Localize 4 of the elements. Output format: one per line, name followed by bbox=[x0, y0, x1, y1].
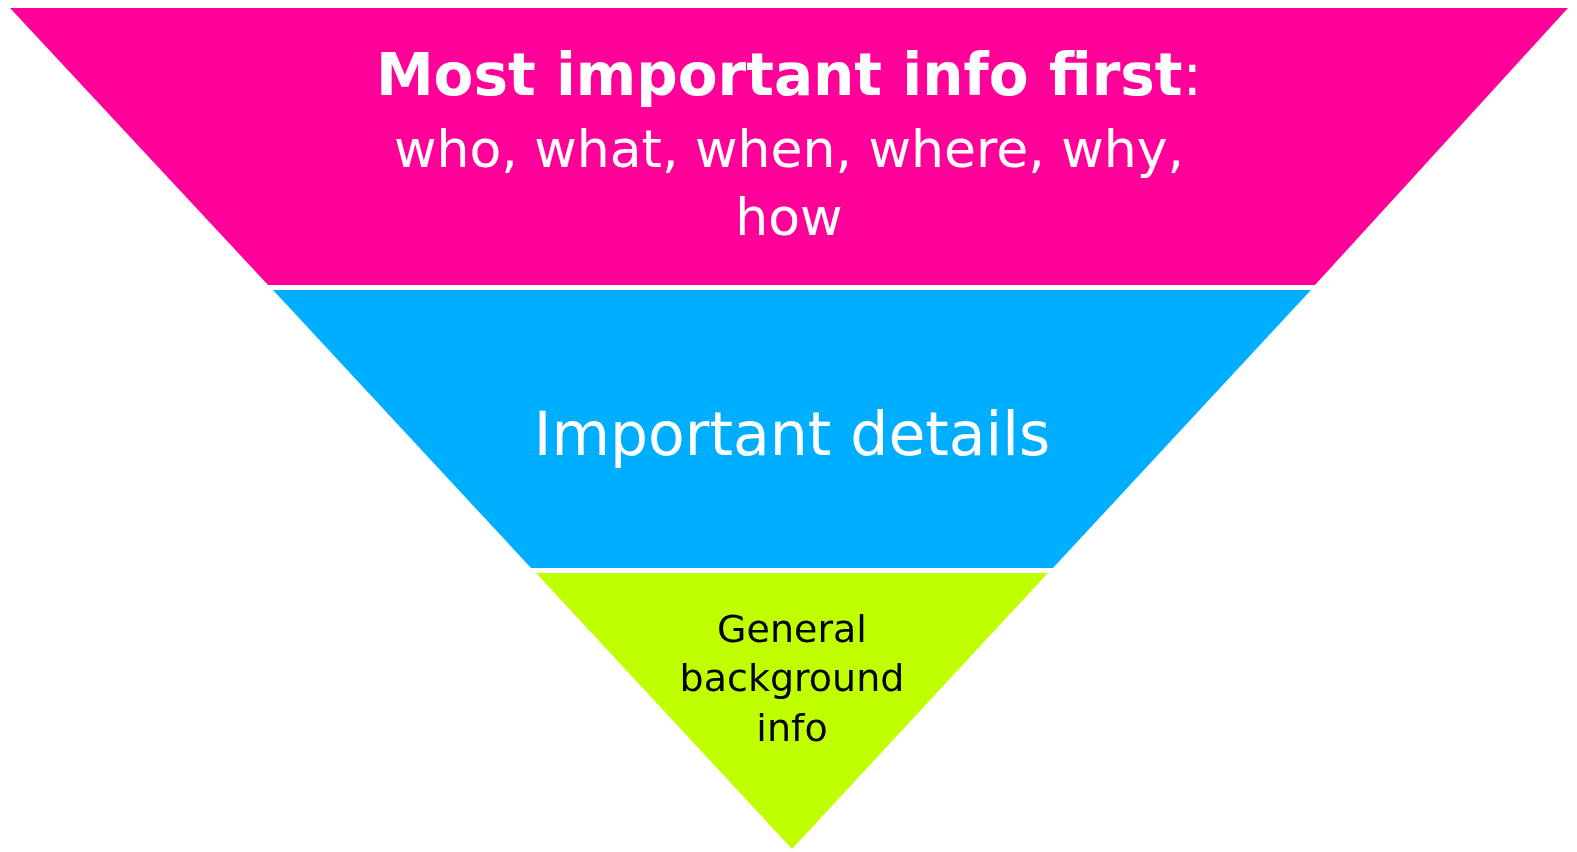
heading-text: Most important info first: bbox=[374, 40, 1204, 111]
band-text: General background info bbox=[678, 606, 906, 752]
band-text: Important details bbox=[532, 398, 1052, 471]
body-text: who, what, when, where, why, how bbox=[392, 118, 1186, 249]
